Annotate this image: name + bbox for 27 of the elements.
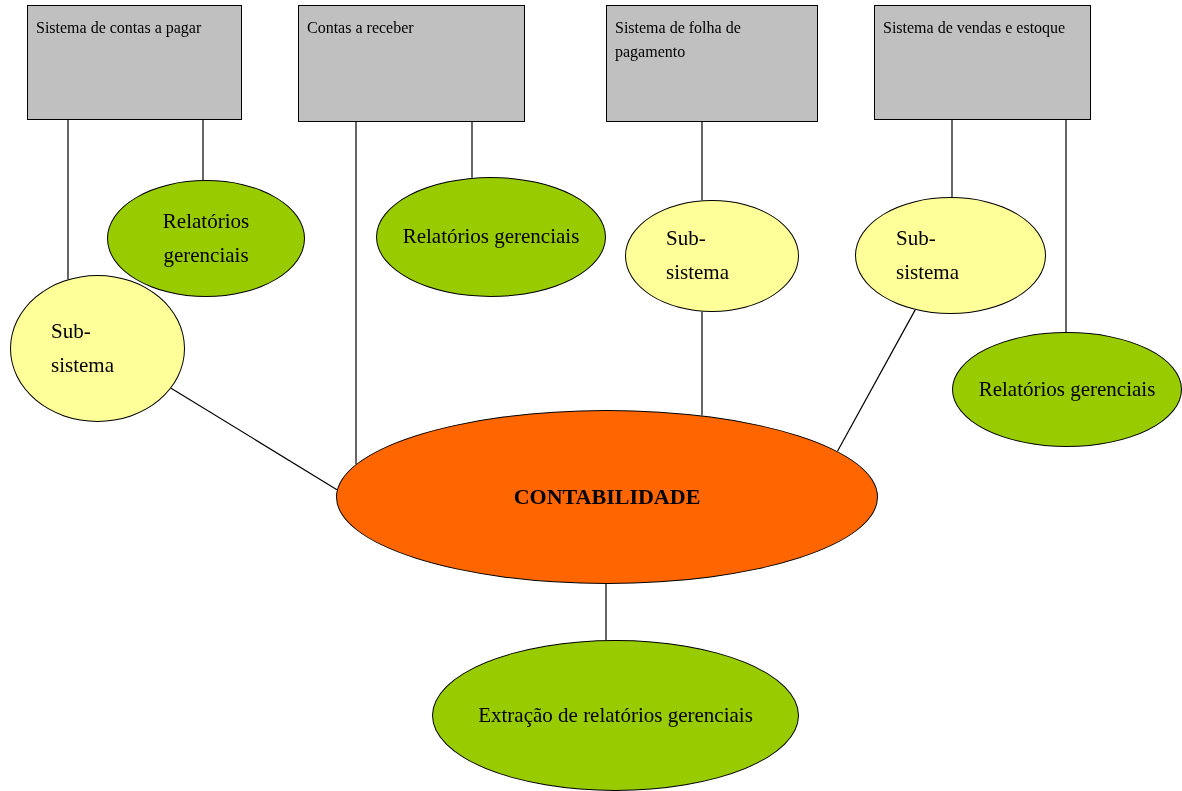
system-box: [874, 5, 1091, 120]
connector-line: [471, 121, 473, 179]
node-text: Sistema de vendas e estoque: [883, 18, 1066, 39]
node-text: Sub- sistema: [51, 317, 115, 379]
connector-line: [836, 309, 916, 452]
connector-line: [1065, 119, 1067, 333]
node-text: CONTABILIDADE: [513, 483, 701, 512]
system-box: [298, 5, 525, 122]
connector-line: [67, 119, 69, 280]
connector-line: [951, 119, 953, 198]
node-text: Relatórios gerenciais: [978, 375, 1156, 403]
node-text: Sistema de contas a pagar: [36, 18, 202, 39]
node-text: Relatórios gerenciais: [161, 207, 251, 269]
node-text: Relatórios gerenciais: [402, 223, 580, 251]
system-box: [27, 5, 242, 120]
node-text: Sistema de folha de pagamento: [615, 18, 742, 63]
node-text: Sub- sistema: [666, 225, 730, 286]
connector-line: [355, 121, 357, 465]
connector-line: [202, 119, 204, 181]
node-text: Extração de relatórios gerenciais: [478, 701, 753, 729]
node-text: Sub- sistema: [896, 224, 960, 286]
node-text: Contas a receber: [307, 18, 414, 38]
connector-line: [605, 583, 607, 641]
connector-line: [170, 387, 338, 491]
connector-line: [701, 311, 703, 417]
connector-line: [701, 121, 703, 201]
system-box: [606, 5, 818, 122]
